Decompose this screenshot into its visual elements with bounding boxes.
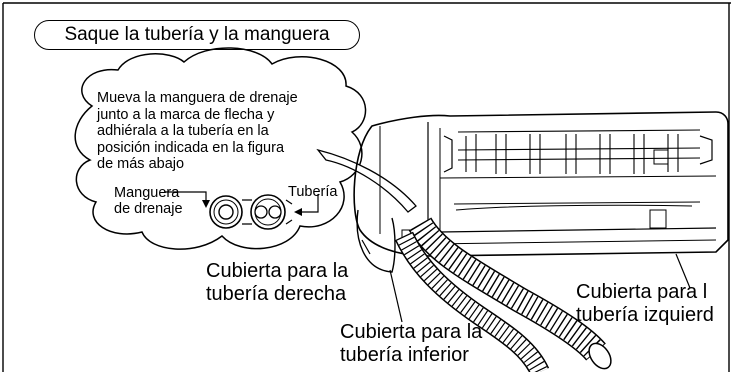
drain-hose-label-line: Manguera — [114, 185, 180, 201]
bottom-cover-leader — [389, 269, 403, 323]
section-title-pill: Saque la tubería y la manguera — [34, 20, 360, 50]
drain-hose-label-line: de drenaje — [114, 201, 183, 217]
instruction-line: junto a la marca de flecha y — [97, 106, 275, 123]
pipe-leader — [298, 194, 319, 213]
indoor-unit — [353, 111, 729, 273]
left-cover-leader — [675, 253, 691, 289]
right-cover-label: Cubierta para la tubería derecha — [206, 260, 348, 306]
piping-bundle — [394, 217, 612, 372]
bubble-instructions: Mueva la manguera de drenaje junto a la … — [97, 90, 357, 173]
left-cover-label-line: Cubierta para l — [576, 281, 708, 303]
pipe-label: Tubería — [288, 184, 337, 200]
instruction-line: posición indicada en la figura — [97, 139, 285, 156]
pipe-leader-arrow — [294, 208, 302, 216]
hose-leader-arrow — [202, 200, 210, 208]
left-cover-label-line: tubería izquierd — [576, 304, 714, 326]
right-cover-label-line: tubería derecha — [206, 283, 347, 305]
right-cover-leader — [361, 239, 371, 255]
hose-pipe-cross-section — [209, 194, 293, 230]
bottom-cover-label-line: tubería inferior — [340, 344, 469, 366]
instruction-line: adhiérala a la tubería en la — [97, 123, 269, 139]
instruction-line: de más abajo — [97, 156, 185, 172]
left-cover-label: Cubierta para l tubería izquierd — [576, 281, 729, 327]
cloud-bubble — [74, 47, 367, 250]
bubble-tail — [316, 148, 417, 213]
drain-hose-label: Manguera de drenaje — [114, 185, 183, 217]
bottom-cover-label: Cubierta para la tubería inferior — [340, 321, 482, 367]
pipe-label-text: Tubería — [288, 184, 338, 200]
right-cover-label-line: Cubierta para la — [206, 260, 349, 282]
section-title: Saque la tubería y la manguera — [64, 24, 330, 45]
bottom-cover-label-line: Cubierta para la — [340, 321, 483, 343]
instruction-line: Mueva la manguera de drenaje — [97, 90, 298, 106]
